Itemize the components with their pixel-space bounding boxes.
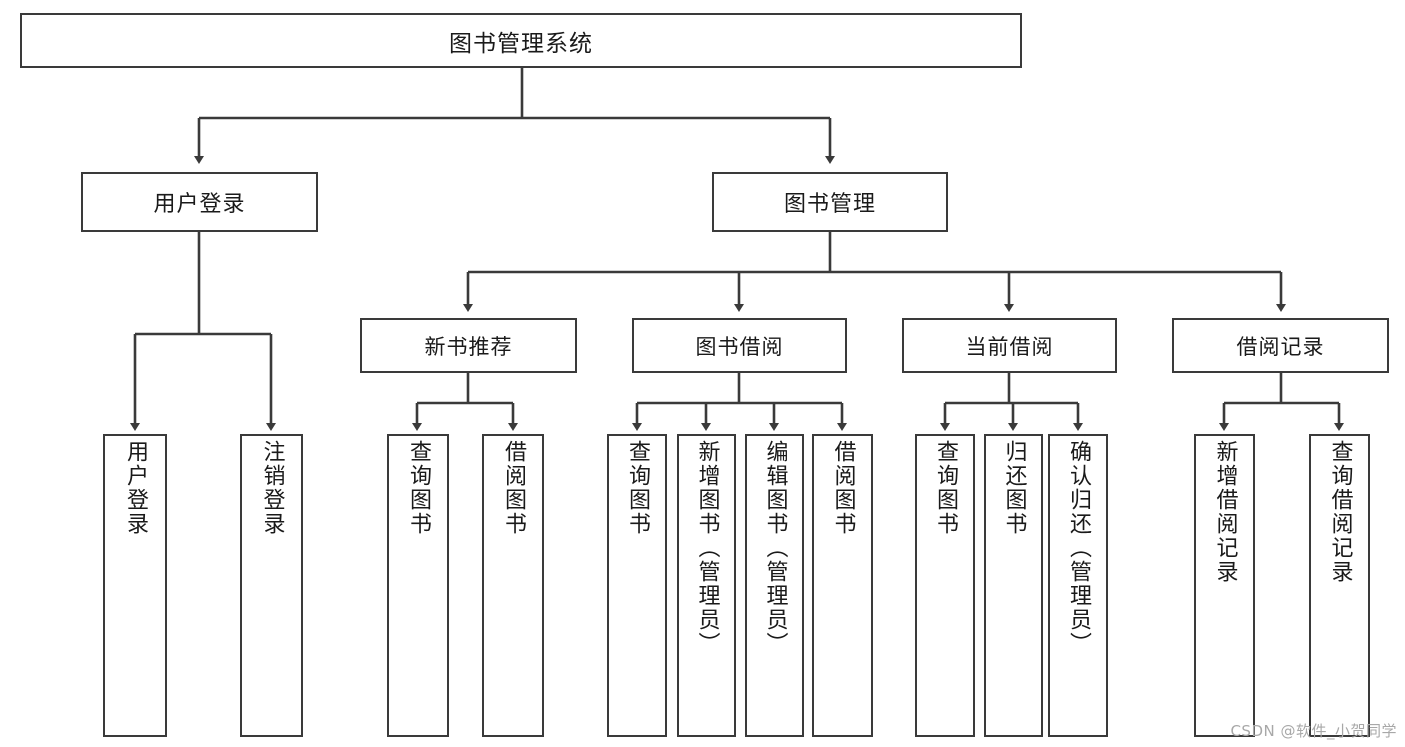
node-label: 新书推荐 [424, 334, 513, 359]
node-label: 注销登录 [259, 440, 285, 536]
node-leaf-user-login[interactable]: 用户登录 [103, 434, 167, 737]
node-leaf-query-record[interactable]: 查询借阅记录 [1309, 434, 1370, 737]
node-user-login[interactable]: 用户登录 [81, 172, 318, 232]
node-label: 新增借阅记录 [1212, 440, 1238, 584]
node-book-borrow[interactable]: 图书借阅 [632, 318, 847, 373]
node-label: 查询图书 [406, 440, 431, 536]
node-root-system[interactable]: 图书管理系统 [20, 13, 1022, 68]
csdn-watermark: CSDN @软件_小贺同学 [1230, 722, 1397, 740]
node-leaf-edit-book[interactable]: 编辑图书（管理员） [745, 434, 804, 737]
node-label: 借阅图书 [830, 440, 856, 536]
node-book-manage[interactable]: 图书管理 [712, 172, 948, 232]
node-label: 图书管理系统 [449, 30, 593, 57]
node-new-book-recommend[interactable]: 新书推荐 [360, 318, 577, 373]
node-current-borrow[interactable]: 当前借阅 [902, 318, 1117, 373]
node-leaf-add-book[interactable]: 新增图书（管理员） [677, 434, 736, 737]
node-leaf-logout[interactable]: 注销登录 [240, 434, 303, 737]
node-leaf-confirm-return[interactable]: 确认归还（管理员） [1048, 434, 1108, 737]
node-label: 借阅记录 [1236, 334, 1325, 359]
node-label: 用户登录 [153, 192, 246, 217]
node-leaf-query-book-a[interactable]: 查询图书 [387, 434, 449, 737]
node-label: 借阅图书 [501, 440, 526, 536]
node-label: 查询借阅记录 [1327, 440, 1353, 584]
node-label: 图书借阅 [695, 334, 784, 359]
node-label: 编辑图书（管理员） [762, 440, 788, 656]
node-leaf-borrow-book-b[interactable]: 借阅图书 [812, 434, 873, 737]
node-label: 新增图书（管理员） [694, 440, 720, 656]
node-label: 归还图书 [1001, 440, 1027, 536]
node-label: 用户登录 [123, 440, 148, 536]
node-label: 当前借阅 [965, 334, 1054, 359]
node-leaf-add-record[interactable]: 新增借阅记录 [1194, 434, 1255, 737]
node-label: 查询图书 [933, 440, 958, 536]
node-leaf-query-book-c[interactable]: 查询图书 [915, 434, 975, 737]
node-borrow-record[interactable]: 借阅记录 [1172, 318, 1389, 373]
node-label: 图书管理 [783, 192, 876, 217]
node-label: 确认归还（管理员） [1066, 440, 1091, 656]
node-leaf-borrow-book-a[interactable]: 借阅图书 [482, 434, 544, 737]
node-leaf-query-book-b[interactable]: 查询图书 [607, 434, 667, 737]
node-leaf-return-book[interactable]: 归还图书 [984, 434, 1043, 737]
node-label: 查询图书 [625, 440, 650, 536]
